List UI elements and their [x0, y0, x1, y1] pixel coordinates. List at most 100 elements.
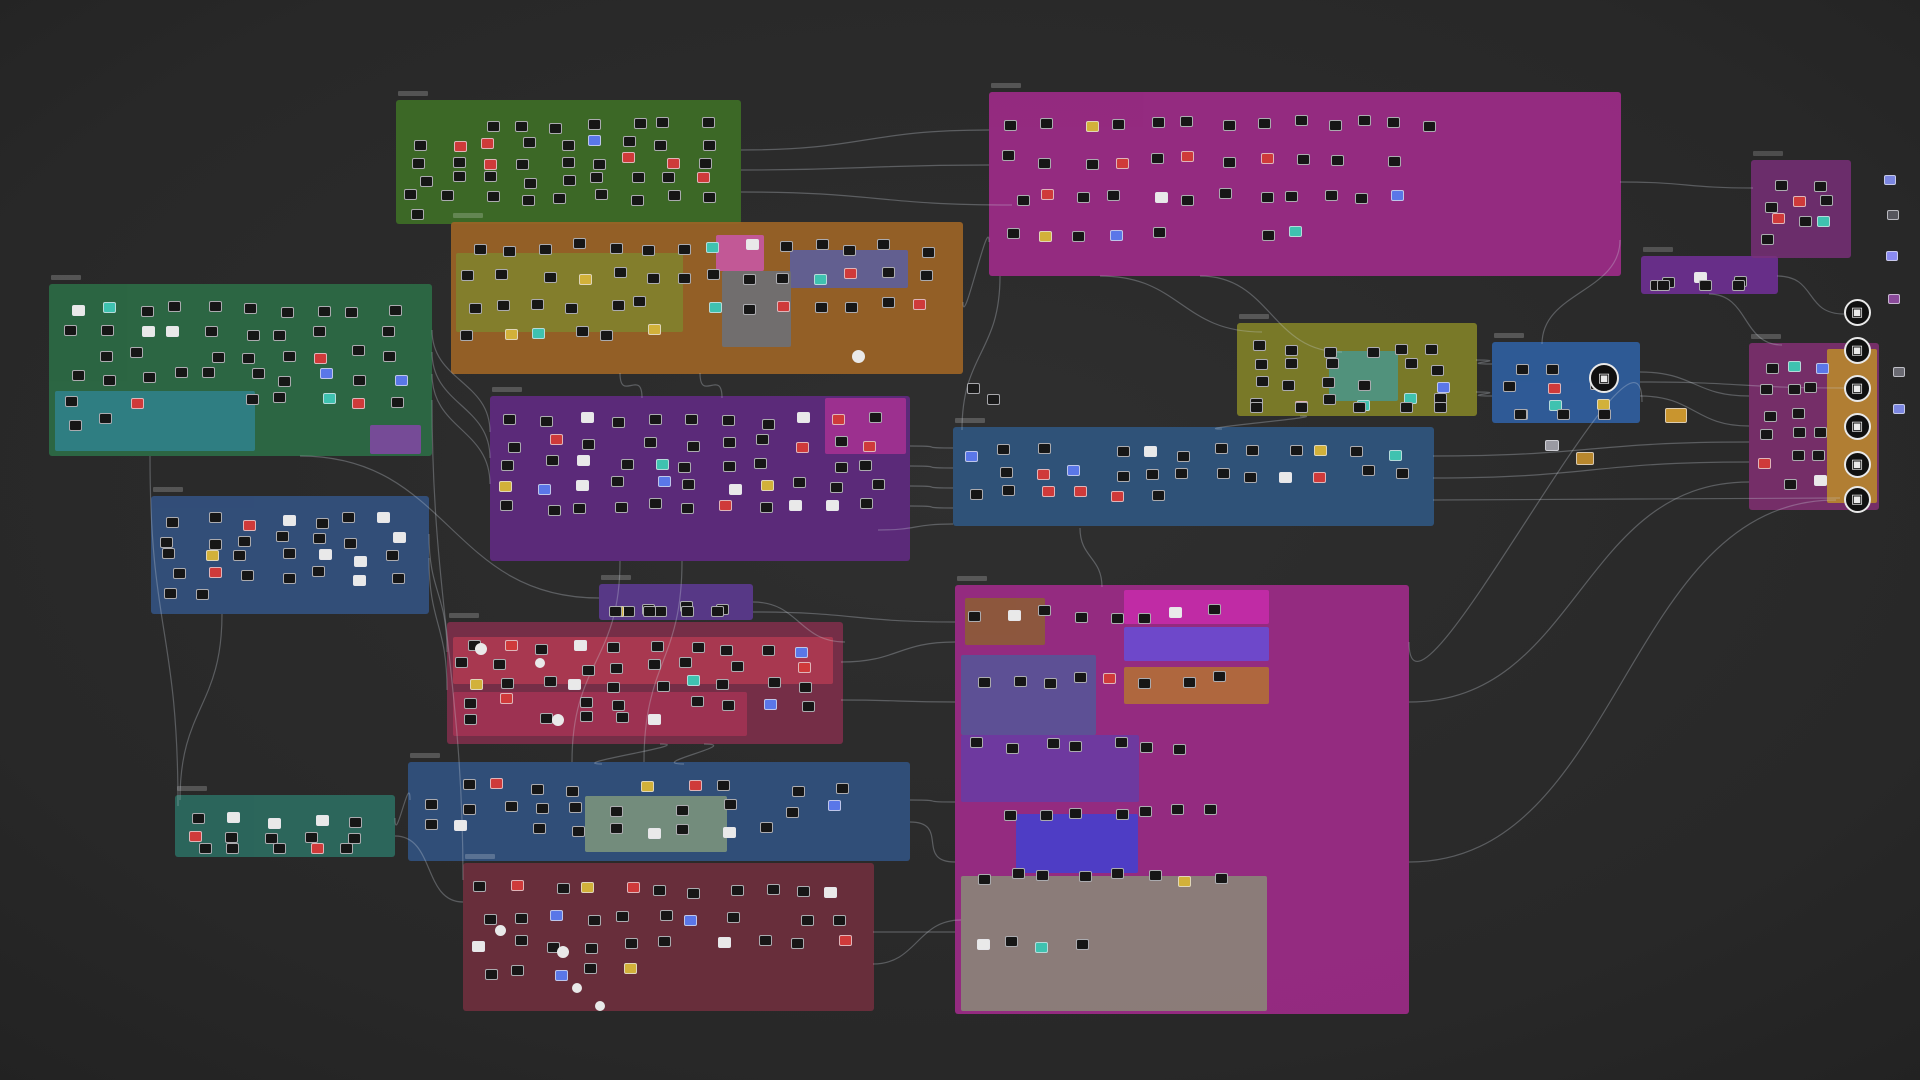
graph-node[interactable]	[515, 934, 529, 946]
graph-node[interactable]	[1086, 121, 1100, 133]
graph-node[interactable]	[1261, 153, 1275, 165]
graph-node[interactable]	[1150, 153, 1164, 165]
graph-node[interactable]	[1771, 213, 1785, 225]
graph-node[interactable]	[1547, 382, 1561, 394]
graph-node[interactable]	[1816, 363, 1830, 375]
graph-node[interactable]	[711, 606, 724, 617]
graph-node[interactable]	[1313, 444, 1327, 456]
graph-node[interactable]	[1000, 466, 1014, 478]
graph-node[interactable]	[676, 805, 690, 817]
graph-node[interactable]	[209, 301, 223, 313]
graph-node[interactable]	[621, 152, 635, 164]
graph-node[interactable]	[549, 910, 563, 922]
graph-node[interactable]	[584, 963, 598, 975]
graph-node[interactable]	[468, 302, 482, 314]
graph-node[interactable]	[612, 417, 626, 429]
graph-node[interactable]	[267, 818, 281, 830]
graph-node[interactable]	[724, 798, 738, 810]
graph-node[interactable]	[71, 304, 85, 316]
graph-node[interactable]	[523, 137, 537, 149]
graph-node[interactable]	[1005, 742, 1019, 754]
graph-node[interactable]	[646, 273, 660, 285]
graph-node[interactable]	[626, 881, 640, 893]
graph-node[interactable]	[160, 537, 174, 549]
graph-node[interactable]	[814, 302, 828, 314]
graph-node[interactable]	[829, 482, 843, 494]
graph-node[interactable]	[648, 498, 662, 510]
graph-node[interactable]	[283, 548, 297, 559]
graph-node[interactable]	[834, 461, 848, 473]
graph-node[interactable]	[834, 436, 848, 448]
graph-node[interactable]	[1764, 202, 1778, 214]
graph-node[interactable]	[832, 914, 846, 926]
graph-node[interactable]	[539, 416, 553, 428]
graph-node[interactable]	[871, 479, 885, 491]
graph-node[interactable]	[1154, 191, 1168, 203]
graph-node[interactable]	[680, 502, 694, 514]
graph-node[interactable]	[492, 659, 506, 671]
graph-node[interactable]	[1037, 605, 1051, 617]
graph-node[interactable]	[498, 481, 512, 493]
graph-node[interactable]	[1362, 465, 1376, 477]
graph-node[interactable]	[571, 826, 585, 838]
graph-node[interactable]	[1174, 468, 1188, 480]
graph-node[interactable]	[691, 642, 705, 654]
graph-node[interactable]	[745, 238, 759, 250]
graph-node[interactable]	[1354, 192, 1368, 204]
graph-node[interactable]	[1004, 120, 1018, 132]
graph-node[interactable]	[1425, 344, 1439, 356]
graph-node[interactable]	[188, 830, 202, 842]
graph-node[interactable]	[1764, 410, 1778, 422]
graph-node[interactable]	[1036, 469, 1050, 481]
graph-node[interactable]	[600, 330, 614, 342]
graph-node[interactable]	[1074, 671, 1088, 683]
graph-node[interactable]	[1243, 471, 1257, 483]
group-subframe[interactable]	[1016, 814, 1138, 873]
graph-node[interactable]	[1357, 115, 1371, 127]
graph-node[interactable]	[726, 912, 740, 924]
graph-node[interactable]	[1783, 479, 1797, 491]
graph-node[interactable]	[1884, 175, 1896, 185]
graph-node[interactable]	[389, 305, 403, 316]
graph-node[interactable]	[453, 819, 467, 831]
graph-node[interactable]	[730, 661, 744, 673]
graph-node[interactable]	[463, 778, 477, 790]
graph-node[interactable]	[802, 700, 816, 712]
graph-node[interactable]	[922, 246, 936, 258]
graph-node[interactable]	[838, 934, 852, 946]
graph-node[interactable]	[1217, 467, 1231, 479]
graph-node[interactable]	[305, 832, 319, 844]
graph-node[interactable]	[743, 274, 757, 286]
graph-node[interactable]	[381, 326, 395, 338]
graph-node[interactable]	[576, 325, 590, 337]
graph-node[interactable]	[1116, 470, 1130, 482]
graph-node[interactable]	[1181, 195, 1195, 207]
graph-node[interactable]	[499, 499, 513, 511]
graph-node[interactable]	[967, 610, 981, 622]
graph-node[interactable]	[792, 476, 806, 488]
graph-node[interactable]	[1545, 440, 1559, 451]
graph-node[interactable]	[1549, 399, 1563, 411]
graph-node[interactable]	[813, 274, 827, 286]
dot-node[interactable]	[535, 658, 545, 668]
graph-node[interactable]	[167, 301, 181, 313]
graph-node[interactable]	[1324, 189, 1338, 201]
dot-node[interactable]	[572, 983, 582, 993]
graph-node[interactable]	[1203, 804, 1217, 816]
graph-node[interactable]	[1323, 347, 1337, 359]
graph-node[interactable]	[1257, 118, 1271, 130]
graph-node[interactable]	[588, 118, 602, 130]
graph-node[interactable]	[1816, 216, 1830, 228]
graph-node[interactable]	[655, 459, 669, 471]
graph-node[interactable]	[1404, 358, 1418, 370]
blend-node[interactable]: ▣	[1589, 363, 1619, 393]
graph-node[interactable]	[392, 532, 406, 544]
graph-node[interactable]	[1576, 452, 1594, 465]
graph-node[interactable]	[205, 325, 219, 337]
graph-node[interactable]	[758, 935, 772, 947]
graph-node[interactable]	[173, 567, 187, 579]
graph-node[interactable]	[394, 375, 408, 387]
graph-node[interactable]	[240, 569, 254, 581]
graph-node[interactable]	[1390, 190, 1404, 202]
